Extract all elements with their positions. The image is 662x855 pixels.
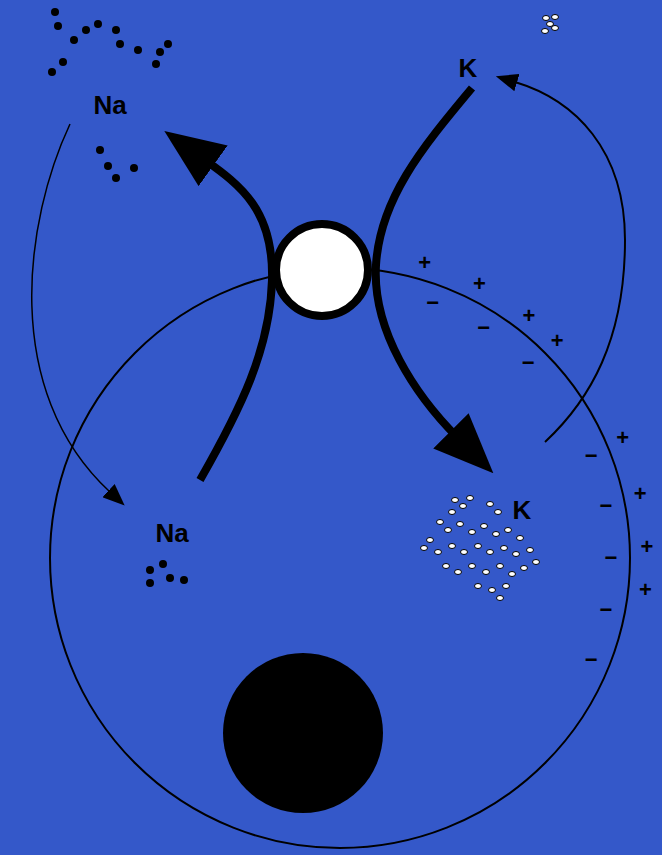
charge-sign: − (600, 495, 613, 517)
charge-sign: + (634, 483, 647, 505)
charge-sign: − (426, 292, 439, 314)
charge-sign: − (585, 649, 598, 671)
ion-label: K (513, 497, 532, 523)
charge-sign: − (522, 352, 535, 374)
ion-label: Na (155, 520, 188, 546)
charge-sign: + (418, 252, 431, 274)
k-leak-arrow (515, 82, 625, 442)
charge-sign: + (473, 273, 486, 295)
charge-sign: + (639, 579, 652, 601)
ion-label: Na (93, 92, 126, 118)
charge-sign: + (551, 330, 564, 352)
ion-label: K (459, 55, 478, 81)
charge-sign: − (605, 547, 618, 569)
potassium-dots (421, 15, 559, 601)
charge-sign: + (640, 536, 653, 558)
sodium-dots (48, 8, 188, 587)
charge-sign: − (477, 317, 490, 339)
nucleus (223, 653, 383, 813)
cell-membrane (50, 268, 630, 848)
na-leak-arrow (32, 124, 110, 492)
k-pump-arrow (376, 88, 472, 438)
charge-sign: + (523, 305, 536, 327)
pump-protein (276, 224, 368, 316)
charge-sign: + (616, 427, 629, 449)
charge-sign: − (585, 445, 598, 467)
na-pump-arrow (200, 160, 272, 480)
charge-sign: − (600, 599, 613, 621)
